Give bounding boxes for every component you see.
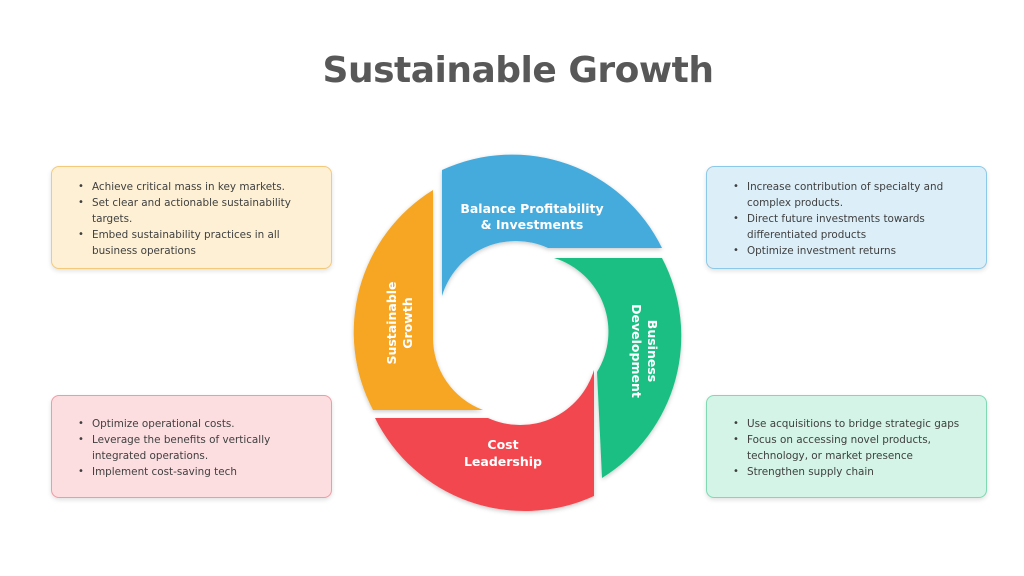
card-top-right: Increase contribution of specialty and c… <box>706 166 987 269</box>
page-title: Sustainable Growth <box>322 50 714 91</box>
segment-top-label-1: Balance Profitability <box>460 201 603 216</box>
card-top-left-item: Set clear and actionable sustainability … <box>78 195 317 227</box>
card-top-right-item: Increase contribution of specialty and c… <box>733 179 972 211</box>
segment-right-label-2: Development <box>629 304 644 398</box>
card-top-left: Achieve critical mass in key markets. Se… <box>51 166 332 269</box>
card-top-right-item: Direct future investments towards differ… <box>733 211 972 243</box>
segment-right-label-1: Business <box>645 320 660 382</box>
segment-bottom-shape <box>375 370 594 512</box>
card-bottom-right-item: Use acquisitions to bridge strategic gap… <box>733 416 972 432</box>
card-bottom-left: Optimize operational costs. Leverage the… <box>51 395 332 498</box>
card-bottom-right-item: Strengthen supply chain <box>733 464 972 480</box>
segment-bottom-label-1: Cost <box>487 437 518 452</box>
card-bottom-right: Use acquisitions to bridge strategic gap… <box>706 395 987 498</box>
card-bottom-left-item: Implement cost-saving tech <box>78 464 317 480</box>
segment-left-shape <box>353 190 483 410</box>
card-top-left-item: Embed sustainability practices in all bu… <box>78 227 317 259</box>
segment-left-label-2: Growth <box>400 297 415 348</box>
card-bottom-left-item: Optimize operational costs. <box>78 416 317 432</box>
card-top-left-item: Achieve critical mass in key markets. <box>78 179 317 195</box>
segment-top-shape <box>442 154 662 296</box>
segment-left-label-1: Sustainable <box>384 281 399 364</box>
segment-right-band <box>554 258 682 478</box>
card-bottom-right-item: Focus on accessing novel products, techn… <box>733 432 972 464</box>
card-top-right-item: Optimize investment returns <box>733 243 972 259</box>
card-bottom-left-item: Leverage the benefits of vertically inte… <box>78 432 317 464</box>
segment-bottom-label-2: Leadership <box>464 454 542 469</box>
segment-top-label-2: & Investments <box>481 217 584 232</box>
